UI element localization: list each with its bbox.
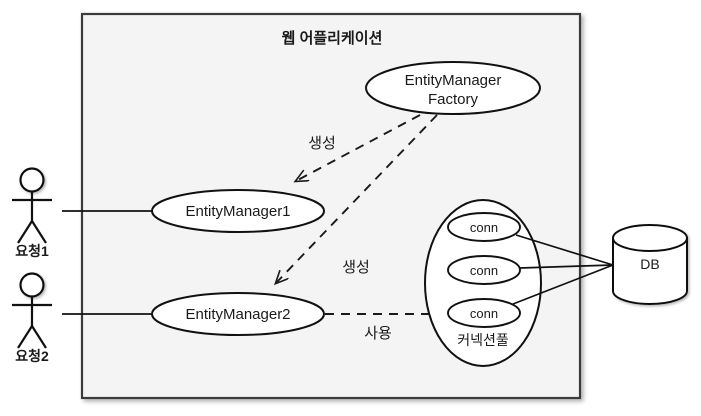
entitymanagerfactory-label-line1: EntityManager [405, 72, 502, 89]
conn2-ellipse [447, 255, 521, 285]
actor-요청2: 요청2 [12, 272, 52, 364]
edge-conn2-db [519, 264, 614, 269]
actor1-right-leg [31, 220, 47, 244]
db-cylinder-body [612, 237, 688, 305]
actor2-head [19, 272, 45, 298]
actor-요청1: 요청1 [12, 167, 52, 259]
node-entitymanager2: EntityManager2 [151, 292, 325, 336]
conn3-ellipse [447, 298, 521, 328]
edge-conn3-db [512, 264, 614, 305]
entitymanager1-label: EntityManager1 [185, 203, 290, 220]
edge-create-entitymanager1 [296, 114, 421, 181]
edge-create-entitymanager2 [276, 114, 438, 283]
actor1-head [19, 167, 45, 193]
node-conn-3: conn [447, 298, 521, 328]
node-conn-1: conn [447, 212, 521, 242]
boundary-title: 웹 어플리케이션 [282, 30, 383, 47]
db-label: DB [640, 256, 659, 272]
entitymanager2-label: EntityManager2 [185, 306, 290, 323]
conn1-ellipse [447, 212, 521, 242]
conn1-label: conn [470, 220, 498, 235]
node-entitymanagerfactory: EntityManager Factory [365, 61, 541, 115]
connection-pool-label: 커넥션풀 [457, 332, 509, 348]
edge-use-label: 사용 [364, 325, 392, 342]
node-conn-2: conn [447, 255, 521, 285]
actor2-label: 요청2 [15, 348, 49, 364]
entitymanagerfactory-label-line2: Factory [428, 91, 479, 108]
node-database: DB [612, 224, 688, 305]
actor2-right-leg [31, 325, 47, 349]
edge-create-entitymanager2-label: 생성 [342, 259, 370, 276]
actor1-label: 요청1 [15, 243, 49, 259]
actor1-left-leg [17, 220, 33, 244]
conn2-label: conn [470, 263, 498, 278]
db-cylinder-top [612, 224, 688, 252]
edge-conn1-db [515, 234, 614, 266]
entitymanager1-ellipse [151, 189, 325, 233]
actor2-left-leg [17, 325, 33, 349]
conn3-label: conn [470, 306, 498, 321]
entitymanager2-ellipse [151, 292, 325, 336]
entitymanagerfactory-ellipse [365, 61, 541, 115]
node-entitymanager1: EntityManager1 [151, 189, 325, 233]
edge-create-entitymanager1-label: 생성 [308, 135, 336, 152]
